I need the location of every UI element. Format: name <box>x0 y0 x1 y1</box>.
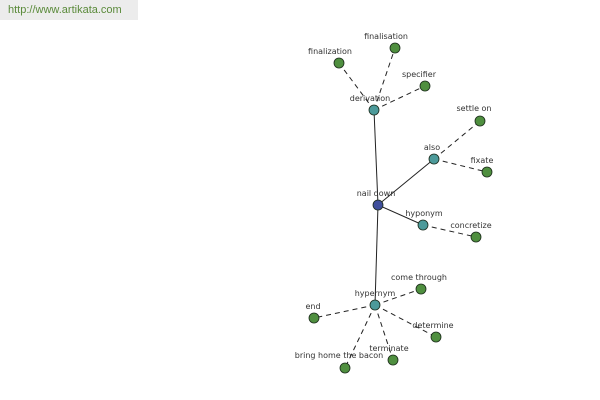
label-settle-on[interactable]: settle on <box>456 104 491 113</box>
label-hypernym[interactable]: hypernym <box>355 289 396 298</box>
label-fixate[interactable]: fixate <box>471 156 494 165</box>
label-derivation[interactable]: derivation <box>350 94 390 103</box>
node-finalisation[interactable] <box>389 42 401 54</box>
node-bring-home-the-bacon[interactable] <box>339 362 351 374</box>
node-determine[interactable] <box>430 331 442 343</box>
node-also[interactable] <box>428 153 440 165</box>
edge-hypernym-bring-home-the-bacon <box>344 304 376 369</box>
edge-hypernym-come-through <box>374 288 422 306</box>
edge-hypernym-end <box>313 304 376 319</box>
edge-root-hyponym <box>377 204 424 226</box>
node-end[interactable] <box>308 312 320 324</box>
label-nail-down[interactable]: nail down <box>357 189 396 198</box>
edge-derivation-finalization <box>338 62 375 111</box>
label-bring-home-the-bacon[interactable]: bring home the bacon <box>295 351 384 360</box>
site-url-badge[interactable]: http://www.artikata.com <box>0 0 138 20</box>
edge-root-also <box>377 158 435 206</box>
label-hyponym[interactable]: hyponym <box>405 209 443 218</box>
node-finalization[interactable] <box>333 57 345 69</box>
node-nail-down[interactable] <box>372 199 384 211</box>
node-hypernym[interactable] <box>369 299 381 311</box>
node-fixate[interactable] <box>481 166 493 178</box>
edge-also-fixate <box>433 158 488 173</box>
label-finalization[interactable]: finalization <box>308 47 352 56</box>
node-concretize[interactable] <box>470 231 482 243</box>
edge-also-settle-on <box>433 120 481 160</box>
edge-hypernym-determine <box>374 304 437 338</box>
graph-nodes <box>308 42 493 374</box>
node-come-through[interactable] <box>415 283 427 295</box>
node-settle-on[interactable] <box>474 115 486 127</box>
node-terminate[interactable] <box>387 354 399 366</box>
label-finalisation[interactable]: finalisation <box>364 32 408 41</box>
label-concretize[interactable]: concretize <box>450 221 491 230</box>
label-come-through[interactable]: come through <box>391 273 447 282</box>
node-derivation[interactable] <box>368 104 380 116</box>
graph-edges <box>313 47 488 369</box>
edge-hypernym-terminate <box>374 304 394 361</box>
edge-hyponym-concretize <box>422 224 477 238</box>
graph-labels: nail down derivation also hyponym hypernym fi… <box>295 32 494 360</box>
edge-root-hypernym <box>374 204 379 306</box>
label-terminate[interactable]: terminate <box>369 344 408 353</box>
label-determine[interactable]: determine <box>412 321 453 330</box>
edge-derivation-specifier <box>373 85 426 111</box>
label-end[interactable]: end <box>305 302 320 311</box>
label-specifier[interactable]: specifier <box>402 70 437 79</box>
node-hyponym[interactable] <box>417 219 429 231</box>
label-also[interactable]: also <box>424 143 440 152</box>
node-specifier[interactable] <box>419 80 431 92</box>
edge-root-derivation <box>373 109 379 206</box>
edge-derivation-finalisation <box>373 47 396 111</box>
